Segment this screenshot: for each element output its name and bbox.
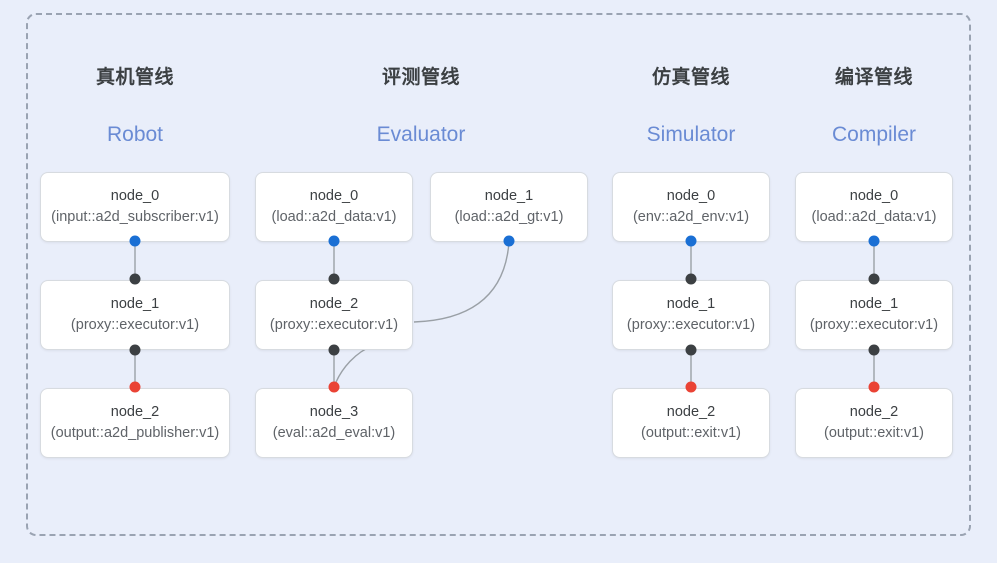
node-name: node_2: [849, 403, 899, 420]
node-compiler-1[interactable]: node_1 (proxy::executor:v1): [795, 280, 953, 350]
node-simulator-1[interactable]: node_1 (proxy::executor:v1): [612, 280, 770, 350]
node-name: node_2: [309, 295, 359, 312]
node-type: (load::a2d_gt:v1): [454, 209, 564, 225]
column-subtitle-robot: Robot: [106, 123, 164, 146]
column-title-robot: 真机管线: [95, 67, 174, 88]
node-type: (eval::a2d_eval:v1): [272, 425, 396, 441]
port-output-simulator-0[interactable]: [685, 235, 697, 247]
node-simulator-0[interactable]: node_0 (env::a2d_env:v1): [612, 172, 770, 242]
column-title-evaluator: 评测管线: [381, 67, 460, 88]
node-type: (output::a2d_publisher:v1): [50, 425, 220, 441]
port-input-robot-2[interactable]: [129, 381, 141, 393]
node-name: node_3: [309, 403, 359, 420]
node-name: node_1: [666, 295, 716, 312]
port-input-robot-1[interactable]: [129, 273, 141, 285]
port-input-evaluator-2[interactable]: [328, 273, 340, 285]
node-name: node_0: [666, 187, 716, 204]
node-compiler-0[interactable]: node_0 (load::a2d_data:v1): [795, 172, 953, 242]
node-type: (proxy::executor:v1): [70, 317, 200, 333]
node-type: (proxy::executor:v1): [269, 317, 399, 333]
node-type: (env::a2d_env:v1): [632, 209, 750, 225]
port-output-evaluator-gt[interactable]: [503, 235, 515, 247]
column-subtitle-evaluator: Evaluator: [376, 123, 466, 146]
node-evaluator-3[interactable]: node_3 (eval::a2d_eval:v1): [255, 388, 413, 458]
node-name: node_0: [849, 187, 899, 204]
port-output-compiler-1[interactable]: [868, 344, 880, 356]
node-robot-2[interactable]: node_2 (output::a2d_publisher:v1): [40, 388, 230, 458]
node-robot-0[interactable]: node_0 (input::a2d_subscriber:v1): [40, 172, 230, 242]
column-title-simulator: 仿真管线: [651, 67, 730, 88]
node-name: node_0: [309, 187, 359, 204]
port-output-robot-0[interactable]: [129, 235, 141, 247]
node-name: node_0: [110, 187, 160, 204]
node-type: (output::exit:v1): [824, 425, 924, 441]
port-output-evaluator-2[interactable]: [328, 344, 340, 356]
node-name: node_2: [666, 403, 716, 420]
port-input-evaluator-3[interactable]: [328, 381, 340, 393]
port-output-evaluator-0[interactable]: [328, 235, 340, 247]
port-input-simulator-1[interactable]: [685, 273, 697, 285]
column-subtitle-simulator: Simulator: [646, 123, 736, 146]
port-input-simulator-2[interactable]: [685, 381, 697, 393]
node-type: (output::exit:v1): [641, 425, 741, 441]
node-type: (proxy::executor:v1): [809, 317, 939, 333]
node-evaluator-2[interactable]: node_2 (proxy::executor:v1): [255, 280, 413, 350]
node-name: node_1: [484, 187, 534, 204]
edge-gt-to-eval: [333, 344, 375, 388]
node-name: node_1: [110, 295, 160, 312]
port-output-simulator-1[interactable]: [685, 344, 697, 356]
node-type: (load::a2d_data:v1): [271, 209, 397, 225]
node-name: node_2: [110, 403, 160, 420]
node-evaluator-0[interactable]: node_0 (load::a2d_data:v1): [255, 172, 413, 242]
node-type: (proxy::executor:v1): [626, 317, 756, 333]
node-compiler-2[interactable]: node_2 (output::exit:v1): [795, 388, 953, 458]
port-output-compiler-0[interactable]: [868, 235, 880, 247]
node-robot-1[interactable]: node_1 (proxy::executor:v1): [40, 280, 230, 350]
port-input-compiler-2[interactable]: [868, 381, 880, 393]
node-type: (input::a2d_subscriber:v1): [51, 209, 219, 225]
port-output-robot-1[interactable]: [129, 344, 141, 356]
edge-gt-to-executor: [413, 241, 510, 323]
node-evaluator-gt[interactable]: node_1 (load::a2d_gt:v1): [430, 172, 588, 242]
port-input-compiler-1[interactable]: [868, 273, 880, 285]
node-name: node_1: [849, 295, 899, 312]
node-simulator-2[interactable]: node_2 (output::exit:v1): [612, 388, 770, 458]
column-title-compiler: 编译管线: [834, 67, 913, 88]
node-type: (load::a2d_data:v1): [811, 209, 937, 225]
column-subtitle-compiler: Compiler: [831, 123, 917, 146]
